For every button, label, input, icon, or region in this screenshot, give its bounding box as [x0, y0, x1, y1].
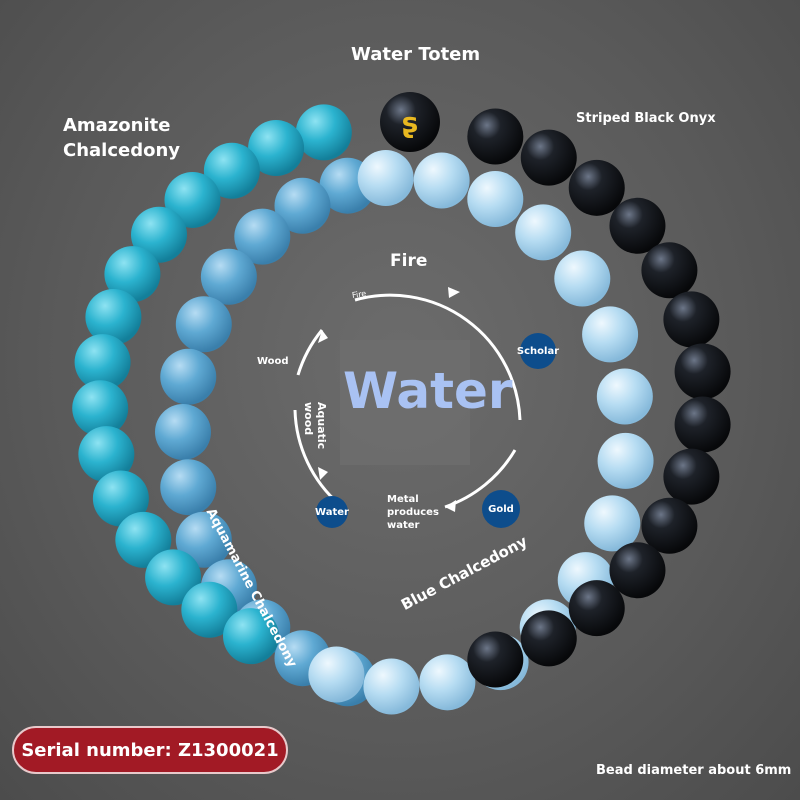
label-water-totem: Water Totem: [351, 44, 481, 65]
svg-text:ʂ: ʂ: [402, 106, 419, 139]
amazonite-bead: [181, 581, 238, 638]
blue-chalcedony-bead: [357, 149, 414, 206]
amazonite-bead: [248, 120, 305, 177]
blue-chalcedony-bead: [597, 432, 654, 489]
striped-onyx-bead: [641, 242, 698, 299]
amazonite-bead: [131, 206, 188, 263]
blue-chalcedony-bead: [419, 654, 476, 711]
striped-onyx-bead: [663, 448, 720, 505]
striped-onyx-bead: [609, 542, 666, 599]
amazonite-bead: [164, 171, 221, 228]
aquamarine-bead: [234, 208, 291, 265]
label-striped-black-onyx: Striped Black Onyx: [576, 111, 716, 126]
blue-chalcedony-bead: [554, 250, 611, 307]
label-bead-diameter: Bead diameter about 6mm: [596, 763, 792, 778]
striped-onyx-bead: [520, 610, 577, 667]
blue-chalcedony-bead: [413, 152, 470, 209]
center-panel: [340, 340, 470, 465]
arrow-heads: [318, 287, 460, 512]
aquamarine-bead: [175, 511, 232, 568]
diagram-wood: Wood: [257, 356, 289, 367]
aquamarine-bead: [175, 296, 232, 353]
aquamarine-bead: [160, 459, 217, 516]
striped-onyx-bead: [520, 129, 577, 186]
blue-chalcedony-bead: [584, 495, 641, 552]
serial-number-badge: Serial number: Z1300021: [12, 726, 288, 774]
striped-onyx-bead: [467, 108, 524, 165]
striped-onyx-bead: [568, 159, 625, 216]
diagram-aquatic-wood: Aquatic wood: [302, 402, 328, 450]
aquamarine-bead: [155, 404, 211, 460]
element-gold: Gold: [482, 490, 520, 528]
amazonite-bead: [72, 380, 129, 437]
label-amazonite-2: Chalcedony: [63, 140, 181, 161]
label-amazonite-1: Amazonite: [63, 115, 171, 136]
amazonite-bead: [203, 142, 260, 199]
blue-chalcedony-bead: [467, 171, 524, 228]
amazonite-bead: [223, 608, 279, 665]
striped-onyx-bead: [467, 631, 524, 688]
amazonite-bead: [85, 288, 142, 345]
label-fire: Fire: [390, 251, 428, 271]
outer-bracelet: [72, 104, 731, 688]
striped-onyx-bead: [663, 291, 720, 348]
blue-chalcedony-bead: [582, 306, 639, 363]
diagram-metal-produces-water: Metal produces water: [387, 494, 439, 531]
blue-chalcedony-bead: [515, 204, 572, 261]
element-scholar: Scholar: [516, 333, 560, 369]
striped-onyx-bead: [674, 396, 731, 453]
blue-chalcedony-bead: [308, 646, 365, 703]
element-water-label: Water: [315, 506, 349, 518]
blue-chalcedony-bead: [363, 658, 420, 715]
diagram-center-water: Water: [343, 362, 513, 420]
water-totem-bead: ʂ: [380, 92, 440, 152]
element-water: Water: [315, 496, 349, 528]
aquamarine-bead: [160, 348, 217, 405]
amazonite-bead: [74, 334, 131, 391]
amazonite-bead: [104, 246, 161, 303]
blue-chalcedony-bead: [596, 368, 653, 425]
striped-onyx-bead: [641, 497, 698, 554]
element-scholar-label: Scholar: [516, 345, 560, 357]
striped-onyx-bead: [609, 197, 666, 254]
amazonite-bead: [78, 426, 135, 483]
amazonite-bead: [145, 549, 202, 606]
inner-bracelet: [155, 149, 654, 715]
striped-onyx-bead: [674, 343, 731, 400]
striped-onyx-bead: [568, 580, 625, 637]
amazonite-bead: [295, 104, 352, 161]
element-gold-label: Gold: [488, 503, 514, 515]
aquamarine-bead: [200, 248, 257, 305]
aquamarine-bead: [274, 177, 331, 234]
amazonite-bead: [92, 470, 149, 527]
amazonite-bead: [115, 511, 172, 568]
